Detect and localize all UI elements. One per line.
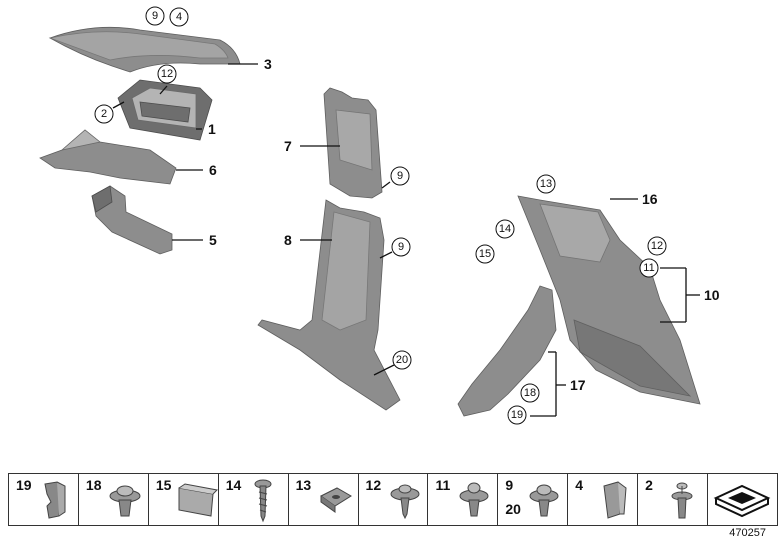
- clip-icon: [44, 481, 66, 519]
- legend-cell-4: 4: [568, 474, 639, 525]
- part-1-vent: [117, 79, 213, 141]
- legend-number: 14: [225, 477, 242, 493]
- retainer-clip-icon: [603, 481, 627, 519]
- svg-text:9: 9: [397, 170, 403, 182]
- part-6-trim: [39, 129, 177, 185]
- trim-overview-icon: [713, 484, 771, 518]
- callout-9-lower: 9: [391, 237, 411, 257]
- callout-17: 17: [570, 377, 586, 393]
- svg-text:12: 12: [651, 240, 663, 252]
- legend-number-secondary: 20: [505, 501, 521, 517]
- legend-cell-13: 13: [289, 474, 359, 525]
- clip-nut-icon: [319, 487, 352, 513]
- svg-text:14: 14: [499, 223, 511, 235]
- svg-text:9: 9: [152, 10, 158, 22]
- callout-19: 19: [507, 405, 527, 425]
- svg-text:2: 2: [101, 108, 107, 120]
- rivet-icon: [390, 484, 420, 520]
- leader-lines: [112, 63, 700, 417]
- legend-cell-19: 19: [9, 474, 79, 525]
- rivet-icon: [459, 482, 489, 517]
- callout-2: 2: [94, 104, 114, 124]
- svg-text:20: 20: [396, 354, 408, 366]
- svg-text:19: 19: [511, 409, 523, 421]
- legend-number: 15: [155, 477, 172, 493]
- callout-18: 18: [520, 383, 540, 403]
- legend-cell-9-20: 9 20: [498, 474, 569, 525]
- legend-cell-overview: [708, 474, 777, 525]
- expanding-rivet-icon: [529, 484, 559, 517]
- svg-text:11: 11: [643, 262, 654, 274]
- callout-10: 10: [704, 287, 720, 303]
- legend-cell-11: 11: [428, 474, 499, 525]
- legend-number: 19: [16, 477, 32, 493]
- legend-number: 13: [295, 477, 312, 493]
- legend-cell-2: 2: [638, 474, 709, 525]
- part-5-duct: [91, 185, 173, 255]
- legend-number: 2: [645, 477, 653, 493]
- legend-cell-18: 18: [79, 474, 149, 525]
- callout-20: 20: [392, 350, 412, 370]
- pad-icon: [178, 483, 218, 517]
- svg-text:13: 13: [540, 178, 552, 190]
- callout-1: 1: [208, 121, 216, 137]
- callout-3: 3: [264, 56, 272, 72]
- legend-number: 12: [365, 477, 382, 493]
- svg-text:12: 12: [161, 68, 173, 80]
- callout-15: 15: [475, 244, 495, 264]
- screw-icon: [254, 479, 272, 523]
- legend-number: 4: [575, 477, 584, 493]
- callout-13: 13: [536, 174, 556, 194]
- callout-4: 4: [169, 7, 189, 27]
- legend-number: 18: [85, 477, 102, 493]
- callout-12-top: 12: [157, 64, 177, 84]
- part-8-pillar-lower: [257, 199, 401, 411]
- callout-6: 6: [209, 162, 217, 178]
- callout-9-mid: 9: [390, 166, 410, 186]
- legend-cell-12: 12: [359, 474, 429, 525]
- svg-text:9: 9: [398, 241, 404, 253]
- svg-text:15: 15: [479, 248, 491, 260]
- part-10-side-trim: [517, 195, 701, 405]
- fastener-legend: 19 18 15 14 13: [8, 473, 778, 526]
- part-3-trim: [48, 26, 241, 73]
- legend-number: 9: [505, 477, 514, 493]
- part-17-panel: [457, 285, 557, 417]
- callout-8: 8: [284, 232, 292, 248]
- push-pin-icon: [671, 482, 693, 519]
- callout-14: 14: [495, 219, 515, 239]
- callout-7: 7: [284, 138, 292, 154]
- legend-number: 11: [435, 477, 451, 493]
- callout-5: 5: [209, 232, 217, 248]
- legend-cell-14: 14: [219, 474, 289, 525]
- svg-text:18: 18: [524, 387, 536, 399]
- callout-16: 16: [642, 191, 658, 207]
- callout-9-top: 9: [145, 6, 165, 26]
- callout-12-right: 12: [647, 236, 667, 256]
- diagram-id: 470257: [729, 527, 766, 539]
- part-7-pillar-upper: [323, 87, 383, 199]
- callout-11: 11: [639, 258, 659, 278]
- legend-cell-15: 15: [149, 474, 219, 525]
- expanding-rivet-icon: [109, 485, 141, 517]
- svg-text:4: 4: [176, 11, 182, 23]
